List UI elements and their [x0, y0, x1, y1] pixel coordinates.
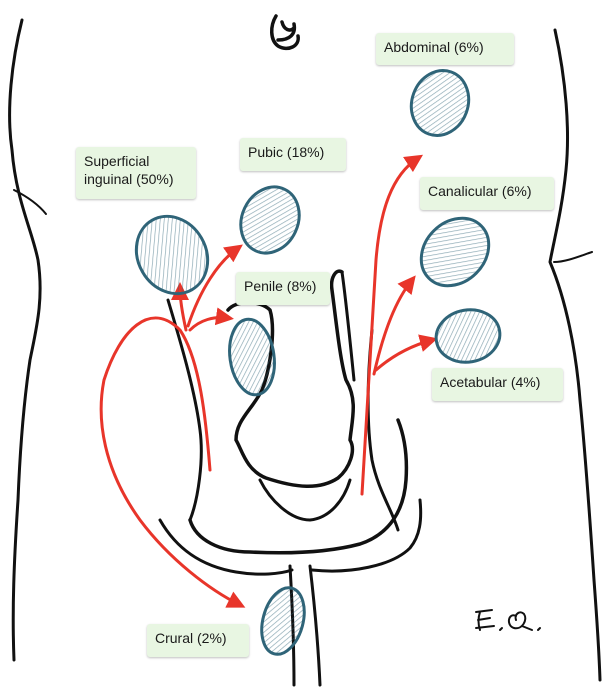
arrow-to-canalicular	[374, 280, 412, 374]
arrow-to-crural	[101, 318, 240, 605]
label-acetabular: Acetabular (4%)	[432, 368, 563, 401]
left-inguinal-line	[168, 300, 201, 520]
label-crural: Crural (2%)	[147, 624, 249, 657]
label-pubic: Pubic (18%)	[240, 138, 346, 171]
testis-canalicular	[408, 205, 503, 300]
label-superficial-inguinal: Superficial inguinal (50%)	[76, 147, 196, 199]
lower-left-contour	[160, 520, 292, 574]
right-inguinal-line	[368, 330, 398, 530]
testis-pubic	[230, 177, 309, 262]
right-waist-notch	[554, 252, 592, 262]
signature	[476, 610, 540, 630]
lower-right-contour	[312, 500, 421, 571]
testis-crural	[255, 583, 311, 659]
umbilicus	[272, 16, 298, 48]
label-penile: Penile (8%)	[236, 272, 330, 305]
label-abdominal: Abdominal (6%)	[376, 33, 514, 65]
right-torso-contour	[550, 30, 600, 680]
left-waist-notch	[14, 190, 46, 214]
testis-superficial-inguinal	[123, 203, 222, 306]
testis-abdominal	[402, 62, 477, 143]
right-thigh-line	[310, 566, 320, 685]
testis-acetabular	[432, 305, 504, 367]
left-torso-contour	[10, 20, 41, 660]
body-outline	[10, 16, 600, 685]
label-canalicular: Canalicular (6%)	[420, 177, 554, 210]
arrow-to-acetabular	[376, 340, 432, 370]
arrow-to-penile	[190, 318, 228, 331]
